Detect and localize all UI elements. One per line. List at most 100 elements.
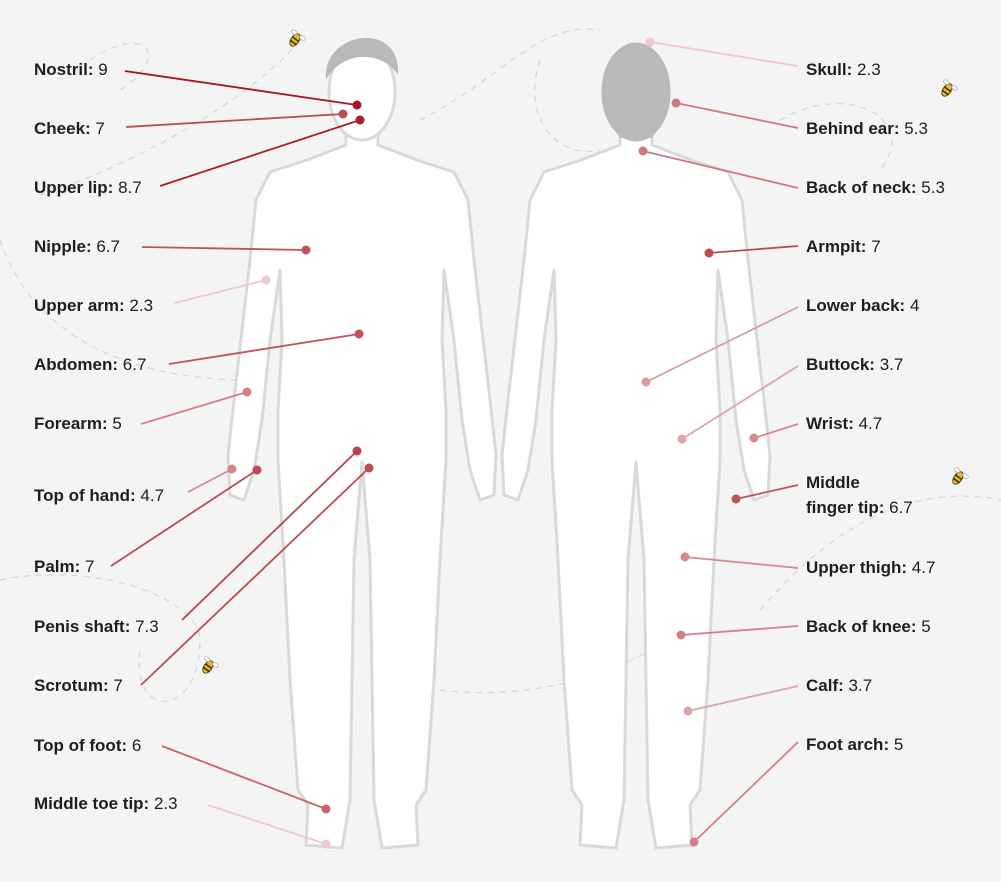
point-marker [352,446,362,456]
bee-icon [289,29,306,47]
label-back: Armpit: 7 [806,234,881,259]
leader-line [140,391,248,425]
leader-back [645,37,799,67]
leader-front [140,463,374,686]
leader-back [677,365,799,444]
label-front: Middle toe tip: 2.3 [34,791,178,816]
point-marker [355,115,365,125]
label-front: Penis shaft: 7.3 [34,614,159,639]
front-figure [226,37,498,850]
sensitivity-value: 4.7 [911,558,936,577]
body-part-name: Top of hand: [34,486,136,505]
leader-line [645,306,799,383]
label-front: Cheek: 7 [34,116,105,141]
body-part-name: Upper lip: [34,178,114,197]
leader-back [689,741,799,847]
sensitivity-value: 5.3 [904,119,928,138]
point-marker [680,552,690,562]
leader-back [641,306,799,387]
label-back: Upper thigh: 4.7 [806,555,935,580]
sensitivity-value: 9 [98,60,108,79]
bee-icon [941,79,958,97]
leader-line [675,102,799,129]
leader-back [704,245,799,258]
body-part-name: Buttock: [806,355,875,374]
point-marker [301,245,311,255]
leader-front [168,329,364,365]
point-marker [261,275,271,285]
leader-line [708,245,799,254]
point-marker [677,434,687,444]
body-part-name: Penis shaft: [34,617,131,636]
point-marker [704,248,714,258]
body-part-name: Nipple: [34,237,92,256]
point-marker [749,433,759,443]
sensitivity-value: 7 [95,119,105,138]
leader-front [141,245,311,255]
leader-front [140,387,252,425]
point-marker [641,377,651,387]
label-front: Scrotum: 7 [34,673,123,698]
leader-front [159,115,365,187]
leader-line [681,365,799,440]
sensitivity-value: 8.7 [118,178,142,197]
leader-line [753,423,799,439]
label-front: Abdomen: 6.7 [34,352,146,377]
point-marker [252,465,262,475]
body-part-name: Forearm: [34,414,108,433]
leader-line [181,450,358,621]
body-part-name: Nostril: [34,60,94,79]
label-back: Calf: 3.7 [806,673,872,698]
label-back: Wrist: 4.7 [806,411,882,436]
sensitivity-value: 6 [131,736,142,755]
leader-back [683,685,799,716]
body-part-name: Back of knee: [806,617,917,636]
body-part-name: Middle toe tip: [34,794,150,813]
leader-back [671,98,799,129]
sensitivity-value: 6.7 [122,355,147,374]
label-front: Upper lip: 8.7 [34,175,142,200]
label-front: Nostril: 9 [34,57,108,82]
point-marker [364,463,374,473]
sensitivity-value: 5 [893,735,904,754]
label-front: Forearm: 5 [34,411,122,436]
leader-line [161,745,327,810]
back-figure [500,42,772,850]
label-back: Back of neck: 5.3 [806,175,945,200]
label-front: Upper arm: 2.3 [34,293,153,318]
leader-line [141,246,307,251]
bee-icon [952,467,969,485]
leader-line [110,469,258,567]
leader-back [676,625,799,640]
point-marker [338,109,348,119]
sensitivity-value: 7 [871,237,881,256]
body-part-name: Back of neck: [806,178,917,197]
sensitivity-value: 5.3 [921,178,945,197]
leader-line [168,333,360,365]
label-back: Skull: 2.3 [806,57,881,82]
sensitivity-value: 7.3 [135,617,159,636]
body-part-name: Behind ear: [806,119,900,138]
leader-line [693,741,799,843]
leader-front [110,465,262,567]
leader-back [749,423,799,443]
leader-line [124,70,358,106]
point-marker [676,630,686,640]
point-marker [227,464,237,474]
point-marker [321,839,331,849]
sensitivity-value: 3.7 [879,355,904,374]
point-marker [354,329,364,339]
body-part-name-cont: finger tip: [806,498,885,517]
label-back: Foot arch: 5 [806,732,903,757]
body-part-name: Foot arch: [806,735,890,754]
leader-line [159,119,361,187]
label-back: Lower back: 4 [806,293,919,318]
leader-front [161,745,331,814]
label-front: Top of foot: 6 [34,733,141,758]
body-part-name: Wrist: [806,414,854,433]
leader-front [124,70,362,110]
leader-line [687,685,799,712]
leader-line [125,113,344,128]
